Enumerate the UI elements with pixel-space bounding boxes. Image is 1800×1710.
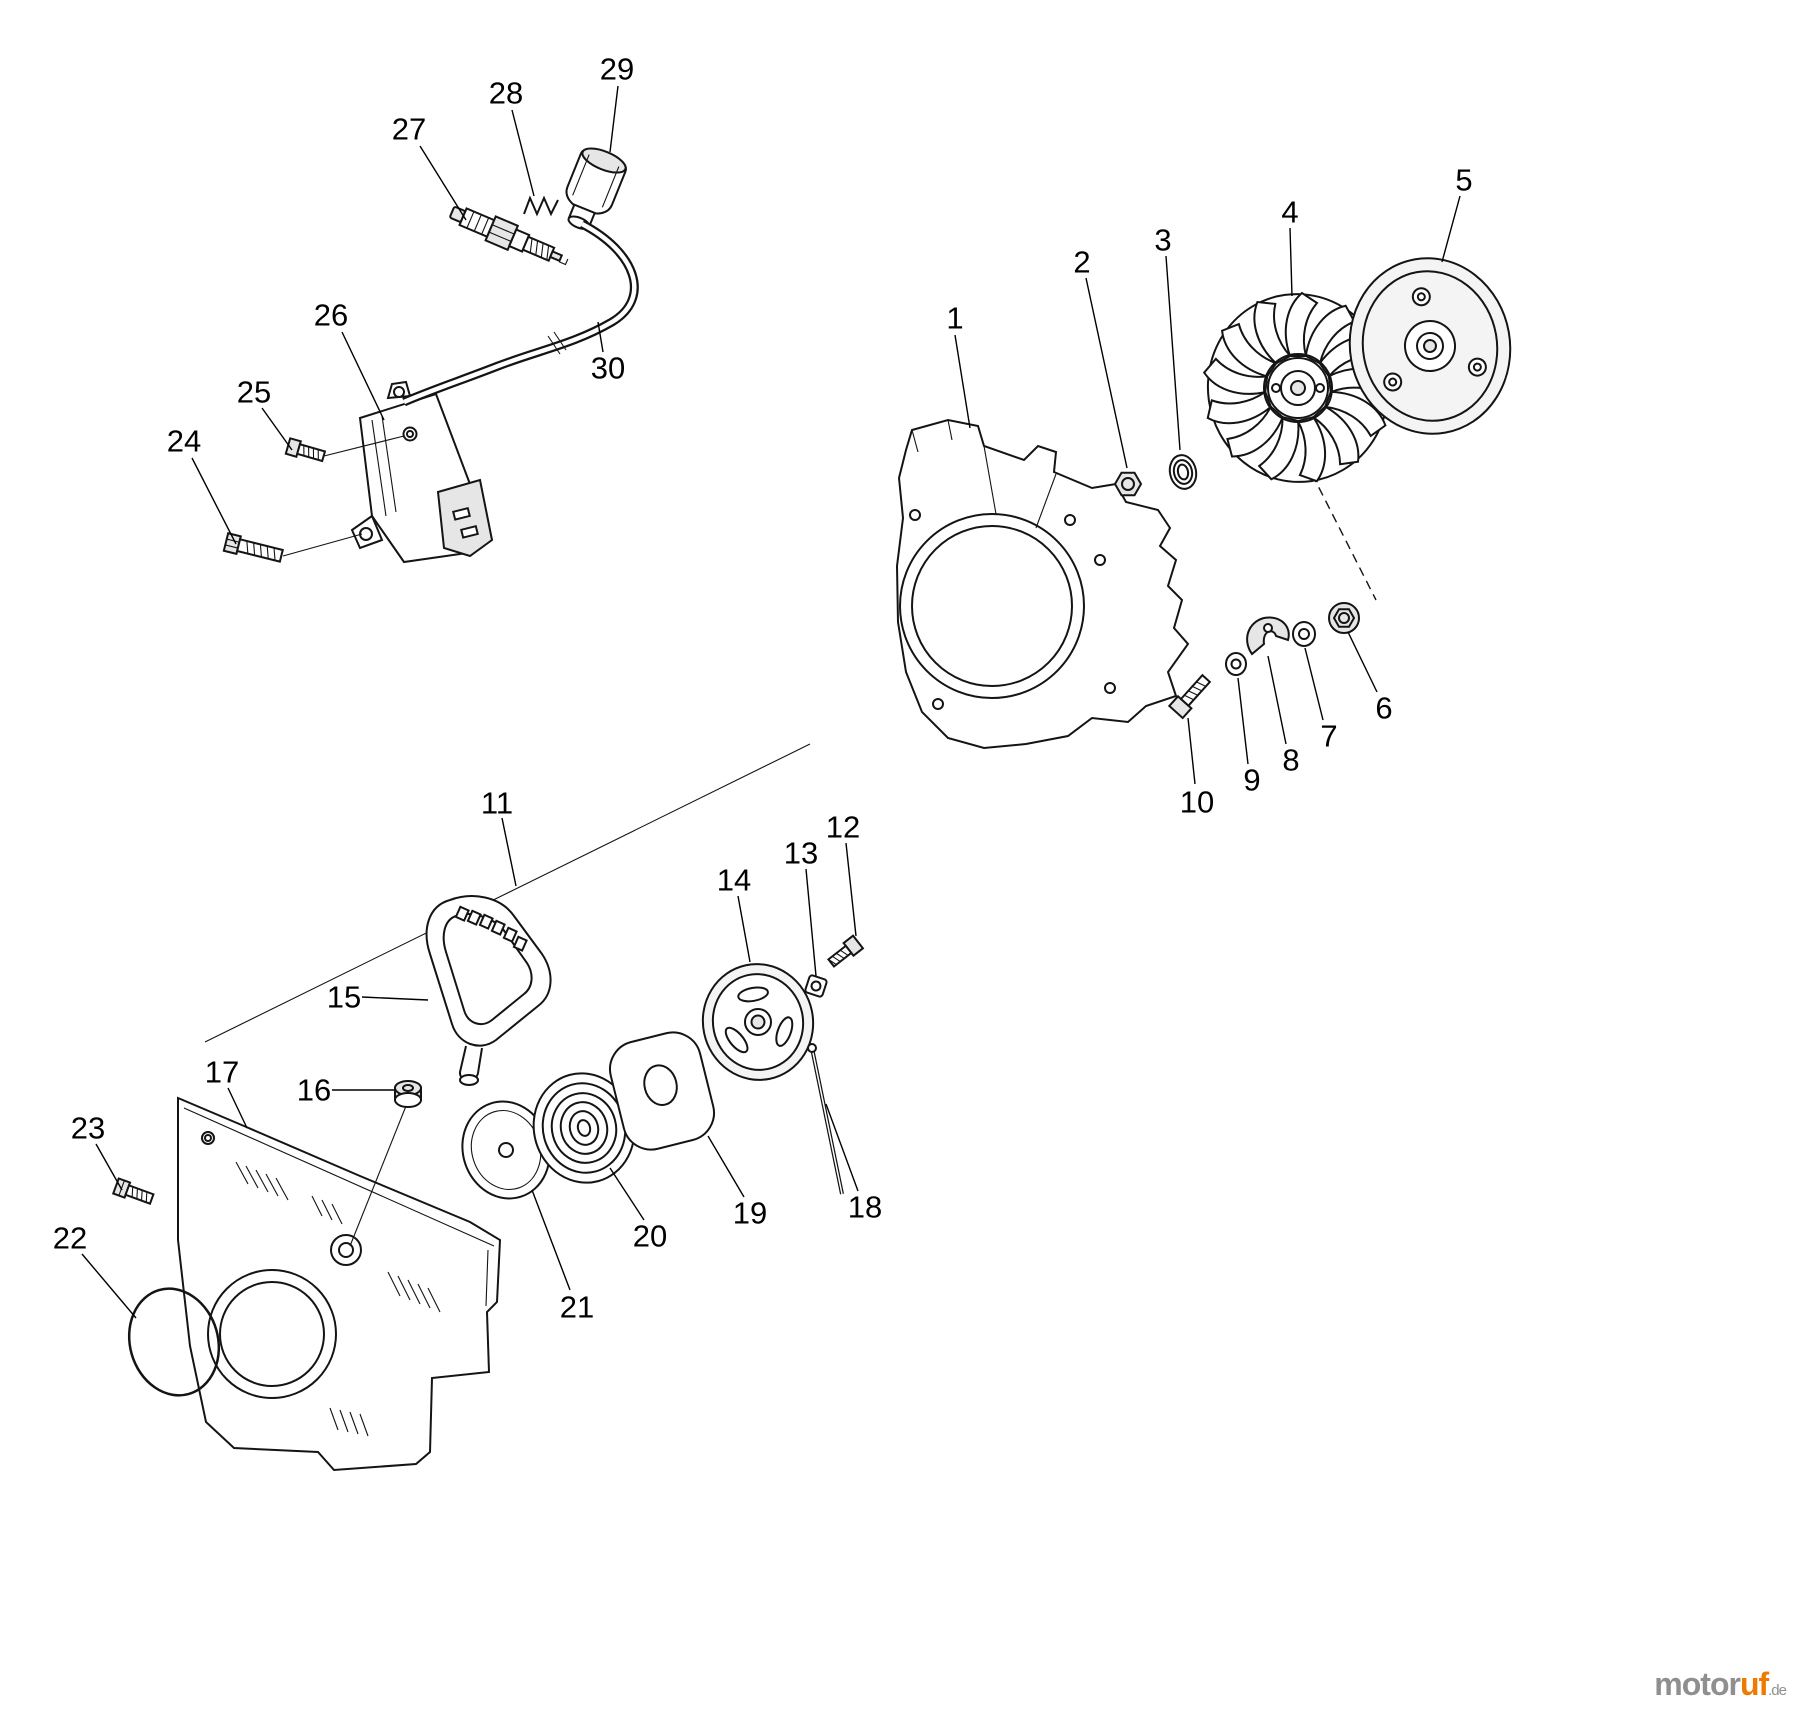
- callout-25: 25: [237, 375, 271, 410]
- leader-line-28: [511, 109, 535, 197]
- leader-line-1: [954, 334, 971, 429]
- watermark-text-main: motor: [1654, 1666, 1741, 1702]
- callout-6: 6: [1375, 691, 1392, 726]
- callout-2: 2: [1073, 245, 1090, 280]
- leader-line-2: [1085, 277, 1128, 469]
- callout-9: 9: [1243, 763, 1260, 798]
- callout-10: 10: [1180, 785, 1214, 820]
- plug-cap: [565, 147, 627, 230]
- leader-line-11: [501, 817, 517, 887]
- callout-1: 1: [946, 301, 963, 336]
- callout-17: 17: [205, 1055, 239, 1090]
- leader-line-18: [825, 1103, 859, 1192]
- leader-line-17: [227, 1087, 248, 1129]
- recoil-spring: [532, 1072, 640, 1184]
- callout-30: 30: [591, 351, 625, 386]
- leader-line-12: [845, 842, 857, 937]
- housing-gasket: [127, 1287, 221, 1397]
- callout-16: 16: [297, 1073, 331, 1108]
- leader-line-24: [191, 457, 237, 545]
- leader-line-3: [1165, 255, 1181, 451]
- pawl-washer: [1292, 621, 1316, 647]
- watermark-logo: motoruf.de: [1654, 1666, 1787, 1702]
- leader-line-25: [261, 407, 293, 451]
- leader-line-9: [1237, 677, 1249, 765]
- callout-24: 24: [167, 424, 201, 459]
- leader-line-23: [95, 1143, 123, 1191]
- spring-rod: [807, 1043, 844, 1195]
- callout-labels: 1234567891011121314151617181920212223242…: [53, 52, 1473, 1325]
- leader-line-15: [361, 996, 429, 1001]
- callout-21: 21: [560, 1290, 594, 1325]
- callout-26: 26: [314, 298, 348, 333]
- plug-spring: [523, 195, 559, 217]
- flywheel-drum: [1348, 257, 1512, 435]
- leader-line-7: [1304, 647, 1324, 721]
- leader-line-6: [1347, 631, 1378, 693]
- callout-8: 8: [1282, 743, 1299, 778]
- watermark-text-suffix: .de: [1768, 1682, 1787, 1699]
- leader-line-19: [707, 1135, 745, 1198]
- leader-line-20: [609, 1167, 645, 1221]
- leader-line-13: [805, 868, 817, 977]
- coil-bolt: [222, 532, 363, 563]
- callout-14: 14: [717, 863, 751, 898]
- flywheel-washer: [1168, 454, 1198, 490]
- spring-cover-plate: [609, 1031, 715, 1151]
- callout-23: 23: [71, 1111, 105, 1146]
- pawl-bolt: [1167, 673, 1212, 720]
- callout-18: 18: [848, 1190, 882, 1225]
- pawl-spring-washer: [1225, 652, 1247, 676]
- housing-screw: [111, 1177, 155, 1205]
- leader-line-29: [609, 85, 619, 153]
- starter-housing: [177, 1096, 502, 1472]
- leader-line-10: [1187, 717, 1196, 785]
- pulley-bolt: [827, 934, 865, 968]
- callout-29: 29: [600, 52, 634, 87]
- pulley-washer: [804, 974, 828, 998]
- flywheel-nut: [1113, 471, 1143, 497]
- rope-guide: [349, 1080, 422, 1247]
- leader-line-5: [1441, 195, 1461, 263]
- assembly-line-11: [204, 743, 811, 1043]
- leader-line-4: [1289, 227, 1293, 297]
- leader-line-8: [1267, 655, 1287, 745]
- callout-5: 5: [1455, 163, 1472, 198]
- callout-7: 7: [1320, 719, 1337, 754]
- leader-line-26: [341, 331, 385, 421]
- ignition-coil: [350, 380, 494, 564]
- plug-wire: [402, 220, 639, 407]
- callout-27: 27: [392, 112, 426, 147]
- callout-20: 20: [633, 1219, 667, 1254]
- leader-lines: [81, 85, 1461, 1319]
- flywheel-fan: [1202, 291, 1395, 483]
- callout-28: 28: [489, 76, 523, 111]
- leader-line-27: [419, 145, 467, 221]
- callout-13: 13: [784, 836, 818, 871]
- coil-screw: [284, 435, 405, 463]
- starter-pawl: [1246, 616, 1290, 656]
- callout-22: 22: [53, 1221, 87, 1256]
- callout-12: 12: [826, 810, 860, 845]
- leader-line-22: [81, 1253, 137, 1319]
- callout-3: 3: [1154, 223, 1171, 258]
- pawl-nut: [1328, 602, 1360, 634]
- fan-housing: [895, 418, 1190, 750]
- leader-line-30: [597, 321, 604, 353]
- starter-handle: [425, 895, 552, 1086]
- callout-15: 15: [327, 980, 361, 1015]
- callout-4: 4: [1281, 195, 1298, 230]
- callout-11: 11: [481, 786, 513, 821]
- axis-dash-line: [1311, 473, 1377, 601]
- starter-pulley: [701, 963, 815, 1081]
- leader-line-21: [531, 1189, 571, 1291]
- callout-19: 19: [733, 1196, 767, 1231]
- leader-line-14: [737, 895, 751, 963]
- watermark-text-accent: uf: [1739, 1666, 1769, 1702]
